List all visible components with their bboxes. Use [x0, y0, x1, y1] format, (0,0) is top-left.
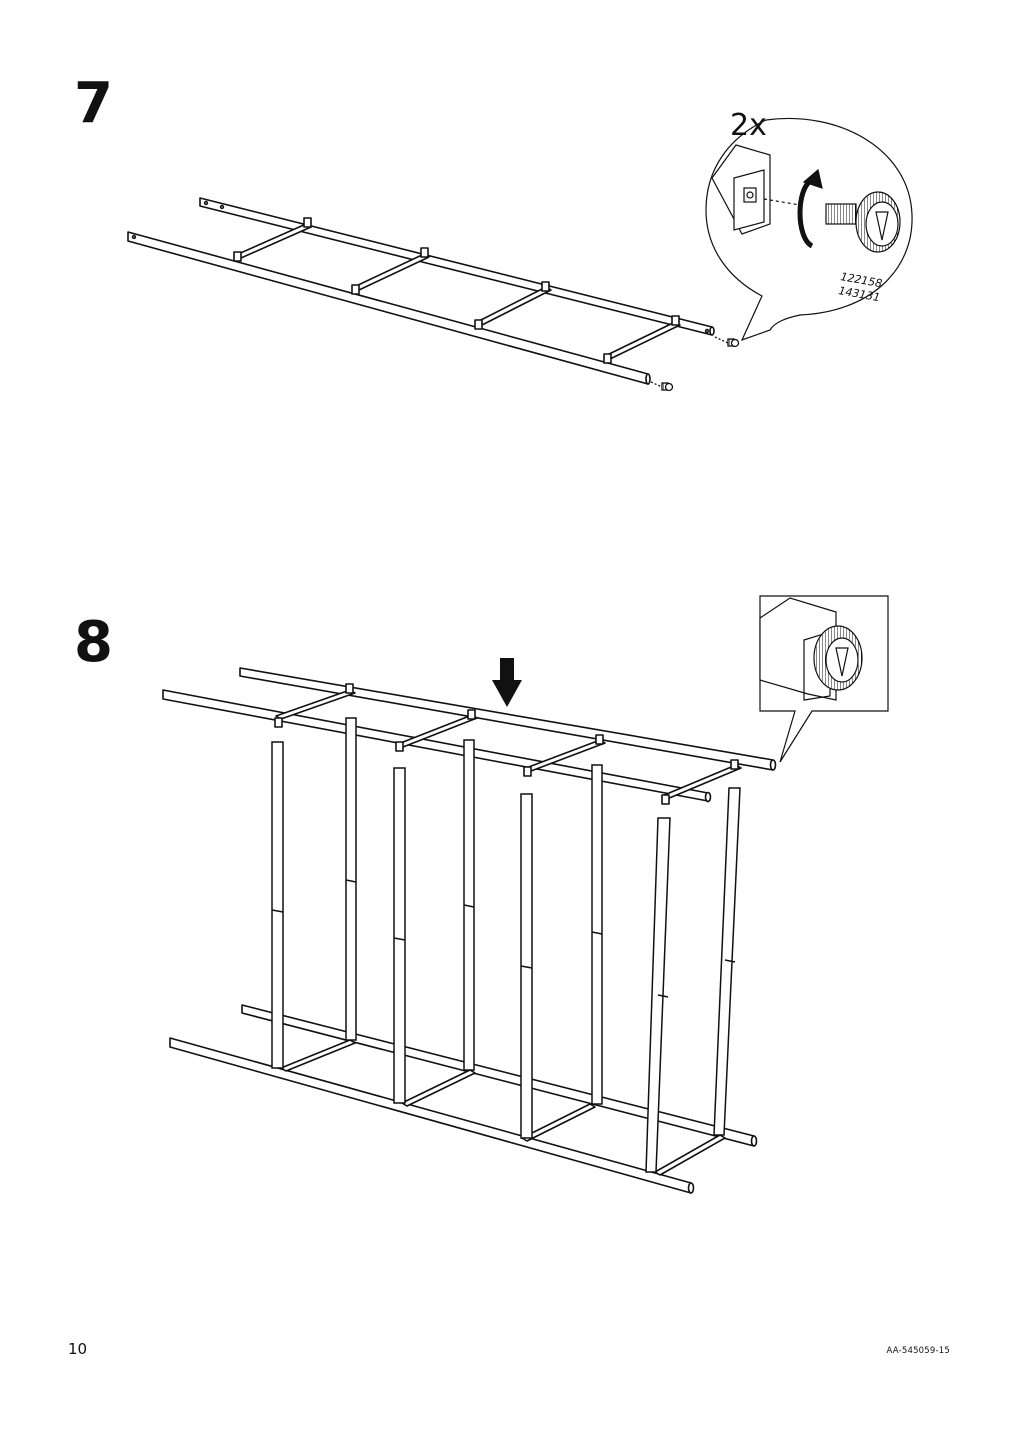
- step-8-top-ladder-frame: [162, 667, 777, 805]
- document-code: AA-545059-15: [886, 1346, 950, 1356]
- step-8-detail-callout: [759, 595, 889, 763]
- step-7-quantity-label: 2x: [730, 108, 767, 143]
- step-8-direction-arrow: [492, 658, 522, 707]
- step-8-number: 8: [74, 610, 113, 675]
- step-7-number: 7: [74, 71, 113, 136]
- step-8-bottom-ladder-frame: [169, 1004, 758, 1194]
- step-7-adjustable-feet: [650, 336, 740, 392]
- step-7-detail-callout: [705, 118, 913, 342]
- step-7-ladder-frame: [127, 197, 715, 385]
- step-8-uprights: [271, 717, 741, 1173]
- page-number: 10: [68, 1340, 88, 1358]
